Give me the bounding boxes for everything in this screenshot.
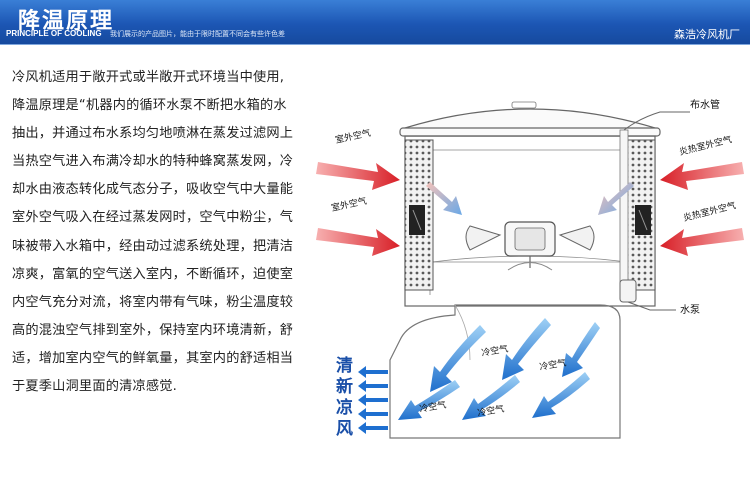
description-line: 适，增加室内空气的鲜氧量，其室内的舒适相当 <box>12 350 294 366</box>
description-line: 于夏季山洞里面的清凉感觉. <box>12 379 178 395</box>
description-line: 内空气充分对流，将室内带有气味，粉尘温度较 <box>12 294 294 310</box>
description-line: 味被带入水箱中，经由动过滤系统处理，把清洁 <box>12 238 294 254</box>
outlet-arrows <box>358 366 388 434</box>
hot-outdoor-air-label-2: 炎热室外空气 <box>682 199 737 224</box>
air-duct <box>389 304 621 439</box>
fresh-air-char-1: 清 <box>336 355 353 376</box>
description-line: 当热空气进入布满冷却水的特种蜂窝蒸发网，冷 <box>12 154 294 170</box>
description-line: 凉爽，富氧的空气送入室内，不断循环，迫使室 <box>12 266 294 282</box>
cooler-roof <box>399 101 661 137</box>
fresh-air-char-2: 新 <box>336 376 353 397</box>
left-evaporative-pad <box>404 139 434 291</box>
cold-air-arrow-6 <box>398 380 460 420</box>
outdoor-air-label-2: 室外空气 <box>330 195 368 214</box>
hot-air-arrow-left-bottom <box>316 228 400 256</box>
cold-air-label-1: 冷空气 <box>480 342 509 359</box>
hot-air-arrow-right-bottom <box>660 228 744 256</box>
cold-air-arrow-5 <box>532 372 590 418</box>
description-text: 冷风机适用于敞开式或半敞开式环境当中使用, 降温原理是“机器内的循环水泵不断把水… <box>12 64 334 401</box>
header-divider <box>0 44 750 45</box>
description-line: 抽出，并通过布水系均匀地喷淋在蒸发过滤网上 <box>12 126 294 142</box>
cold-air-arrow-4 <box>462 375 520 420</box>
hot-air-arrow-left-top <box>316 162 400 190</box>
water-pipe-label: 布水管 <box>690 98 720 111</box>
hot-air-arrow-right-top <box>660 162 744 190</box>
outdoor-air-label-1: 室外空气 <box>334 127 372 146</box>
fresh-air-char-3: 凉 <box>336 397 353 418</box>
description-line: 高的混浊空气排到室外，保持室内环境清新，舒 <box>12 322 294 338</box>
description-line: 室外空气吸入在经过蒸发网时，空气中粉尘，气 <box>12 210 294 226</box>
fresh-air-char-4: 风 <box>336 419 353 439</box>
inner-airflow-arrow-left <box>426 182 462 215</box>
cold-air-arrow-1 <box>430 325 486 392</box>
fan-motor <box>465 221 595 271</box>
cold-air-arrow-3 <box>562 322 600 377</box>
header-banner: 降温原理 PRINCIPLE OF COOLING 我们展示的产品图片，能由于限… <box>0 0 750 44</box>
page-subtitle-en: PRINCIPLE OF COOLING <box>6 29 102 38</box>
cold-air-arrow-2 <box>502 318 551 380</box>
color-note: 我们展示的产品图片，能由于限时配置不同会有些许色差 <box>110 30 285 38</box>
description-line: 冷风机适用于敞开式或半敞开式环境当中使用, <box>12 70 285 85</box>
water-pump <box>619 279 676 311</box>
description-line: 降温原理是“机器内的循环水泵不断把水箱的水 <box>12 98 287 114</box>
hot-outdoor-air-label-1: 炎热室外空气 <box>678 133 733 158</box>
inner-airflow-arrow-right <box>598 182 634 215</box>
cooler-body <box>404 135 656 307</box>
right-evaporative-pad <box>626 139 656 291</box>
page-title: 降温原理 <box>18 9 115 34</box>
cold-air-label-2: 冷空气 <box>538 356 567 373</box>
description-line: 却水由液态转化成气态分子，吸收空气中大量能 <box>12 182 294 198</box>
water-pump-label: 水泵 <box>680 304 700 316</box>
company-name: 森浩冷风机厂 <box>674 28 740 41</box>
